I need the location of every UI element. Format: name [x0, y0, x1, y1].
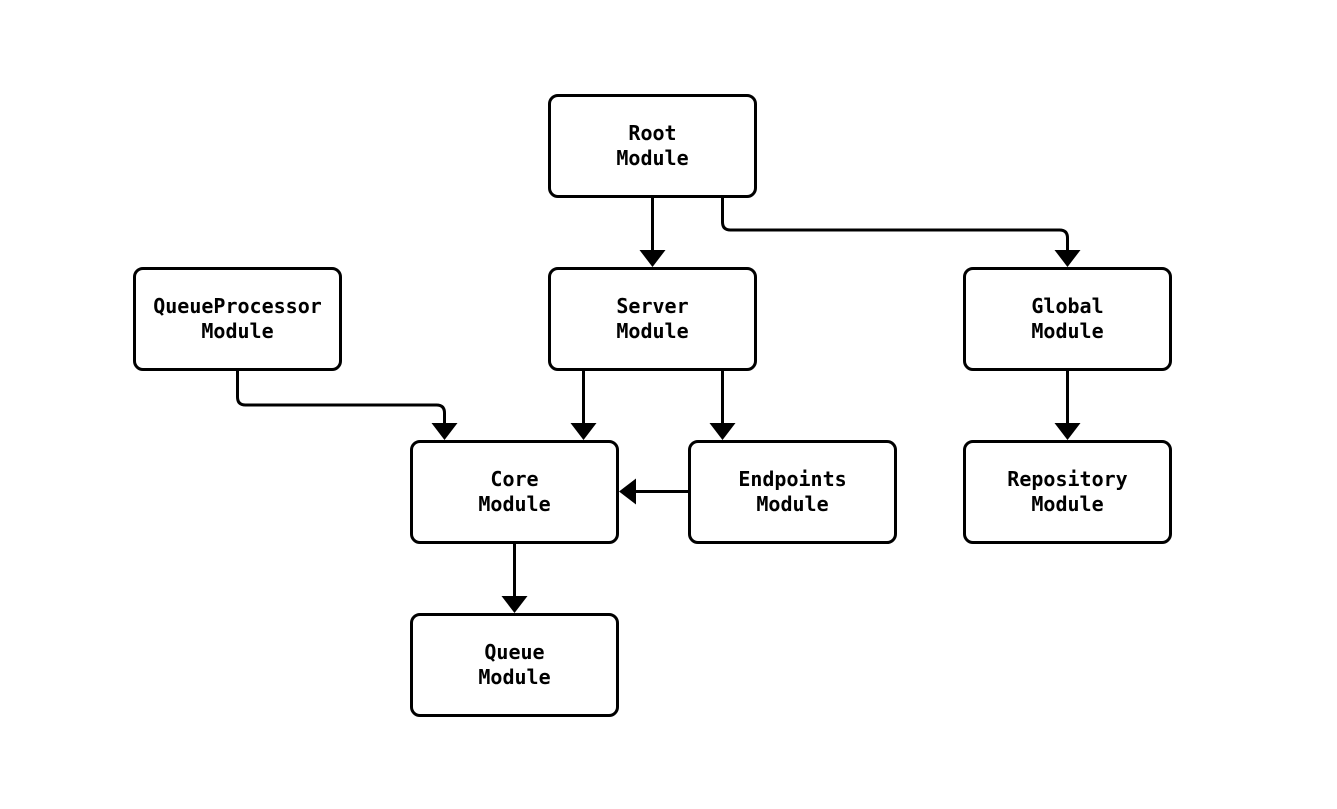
node-label-endpoints-module: Endpoints Module: [738, 467, 847, 516]
node-global-module: Global Module: [963, 267, 1172, 371]
arrowhead-icon-global-module-to-repository-module: [1054, 423, 1081, 440]
node-queueprocessor-module: QueueProcessor Module: [133, 267, 342, 371]
arrowhead-icon-endpoints-module-to-core-module: [619, 478, 636, 505]
arrowhead-icon-root-module-to-global-module: [1054, 250, 1081, 267]
node-queue-module: Queue Module: [410, 613, 619, 717]
arrowhead-icon-queueprocessor-module-to-core-module: [431, 423, 458, 440]
node-label-repository-module: Repository Module: [1007, 467, 1128, 516]
node-endpoints-module: Endpoints Module: [688, 440, 897, 544]
arrowhead-icon-root-module-to-server-module: [639, 250, 666, 267]
node-server-module: Server Module: [548, 267, 757, 371]
node-root-module: Root Module: [548, 94, 757, 198]
arrowhead-icon-server-module-to-endpoints-module: [709, 423, 736, 440]
node-label-core-module: Core Module: [478, 467, 551, 516]
node-label-queueprocessor-module: QueueProcessor Module: [153, 294, 322, 343]
arrowhead-icon-core-module-to-queue-module: [501, 596, 528, 613]
node-label-queue-module: Queue Module: [478, 640, 551, 689]
arrowhead-icon-server-module-to-core-module: [570, 423, 597, 440]
node-repository-module: Repository Module: [963, 440, 1172, 544]
node-core-module: Core Module: [410, 440, 619, 544]
edge-root-module-to-global-module: [721, 198, 1069, 262]
node-label-root-module: Root Module: [616, 121, 689, 170]
node-label-global-module: Global Module: [1031, 294, 1104, 343]
edge-queueprocessor-module-to-core-module: [236, 371, 446, 435]
node-label-server-module: Server Module: [616, 294, 689, 343]
